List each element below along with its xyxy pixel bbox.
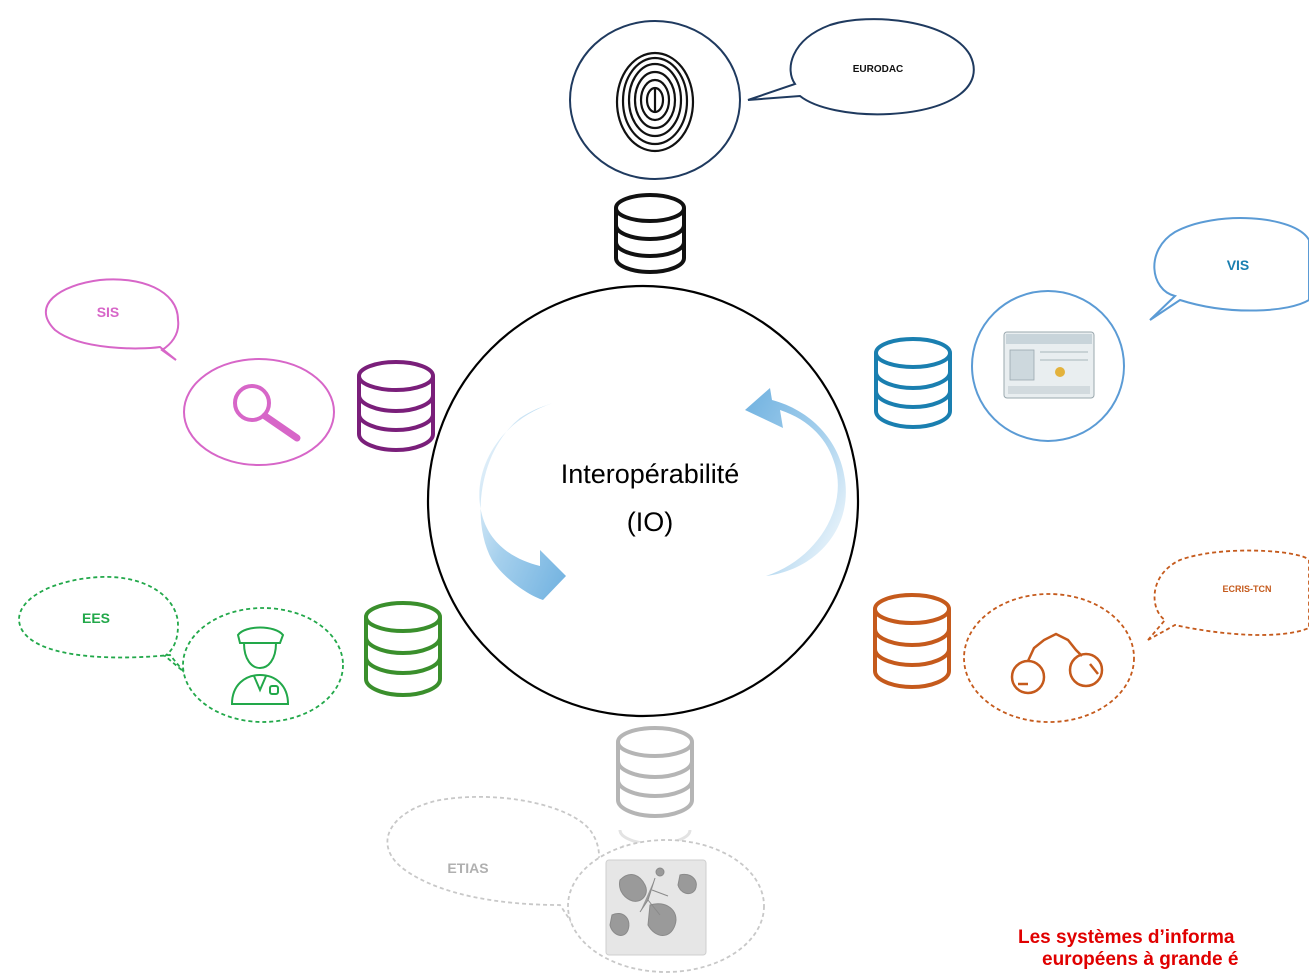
- etias-node: ETIAS: [386, 795, 765, 973]
- sis-database-icon: [357, 360, 435, 453]
- caption-line-2: européens à grande é: [1042, 949, 1239, 970]
- vis-node: VIS: [971, 217, 1309, 442]
- etias-label: ETIAS: [447, 860, 488, 876]
- ees-database-icon: [364, 601, 442, 698]
- center-title: Interopérabilité: [561, 459, 740, 489]
- eurodac-label: EURODAC: [853, 64, 904, 75]
- vis-database-icon: [874, 337, 952, 430]
- ecris-node: ECRIS-TCN: [963, 549, 1309, 723]
- sis-node: SIS: [44, 278, 335, 466]
- police-officer-icon: [230, 626, 290, 705]
- center-subtitle: (IO): [627, 507, 674, 537]
- handcuffs-icon: [1010, 632, 1104, 695]
- world-map-traveller-icon: [605, 859, 707, 956]
- visa-document-icon: [1003, 331, 1095, 399]
- etias-database-icon: [616, 726, 694, 819]
- ecris-label: ECRIS-TCN: [1223, 584, 1272, 594]
- sis-label: SIS: [97, 304, 120, 320]
- ees-node: EES: [18, 576, 344, 723]
- cycle-arrow-left: [479, 403, 566, 600]
- eurodac-node: EURODAC: [569, 18, 975, 180]
- eurodac-database-icon: [614, 193, 686, 275]
- magnifier-icon: [233, 384, 301, 442]
- vis-label: VIS: [1227, 257, 1250, 273]
- caption-line-1: Les systèmes d’informa: [1018, 927, 1235, 948]
- caption: Les systèmes d’informa européens à grand…: [1018, 927, 1309, 971]
- ecris-database-icon: [873, 593, 951, 690]
- fingerprint-icon: [615, 51, 695, 153]
- interoperability-hub: Interopérabilité (IO): [426, 284, 860, 718]
- cycle-arrow-right: [745, 388, 846, 576]
- ees-label: EES: [82, 610, 110, 626]
